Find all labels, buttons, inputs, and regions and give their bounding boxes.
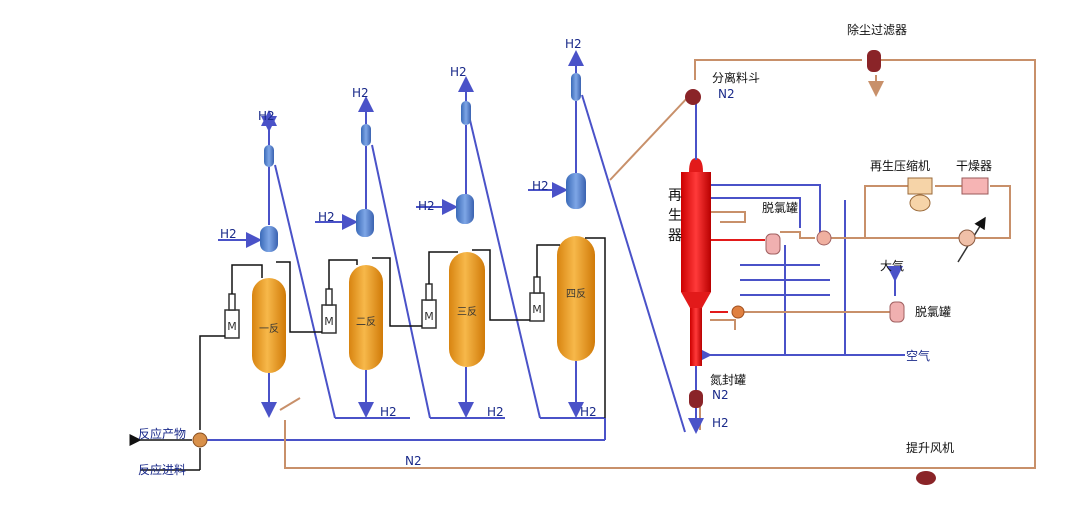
nitrogen-seal-tank <box>689 390 703 408</box>
regenerator-label-2: 生 <box>668 208 682 224</box>
dust-filter-label: 除尘过滤器 <box>847 22 907 37</box>
h2-label-r2-top: H2 <box>352 86 369 100</box>
reactor-3-label: 三反 <box>457 306 477 318</box>
reactor-4-label: 四反 <box>566 288 586 300</box>
h2-label-r2-feed: H2 <box>318 210 335 224</box>
regenerator-label-3: 器 <box>668 228 682 244</box>
reactor-2-label: 二反 <box>356 316 376 328</box>
catalyst-transfer-lines <box>200 94 686 441</box>
reactor-1-reducer <box>260 226 278 252</box>
reactor-1-label: 一反 <box>259 323 279 335</box>
regenerator-top-cap <box>689 158 703 172</box>
n2-label-seal: N2 <box>712 388 729 402</box>
svg-text:M: M <box>532 303 542 316</box>
regenerator-label-1: 再 <box>668 188 682 204</box>
h2-label-bottom-3: H2 <box>580 405 597 419</box>
heaters: M M M M <box>224 276 545 339</box>
h2-label-r1-top: H2 <box>258 109 275 123</box>
reaction-feed-label: 反应进料 <box>138 462 186 477</box>
h2-label-r1-feed: H2 <box>220 227 237 241</box>
dryer <box>961 177 989 195</box>
h2-label-seal: H2 <box>712 416 729 430</box>
reactor-2-top-vessel <box>361 124 371 146</box>
reaction-product-label: 反应产物 <box>138 426 186 441</box>
reactor-3-top-vessel <box>461 101 471 125</box>
regen-compressor-motor <box>909 194 931 212</box>
dechlorination-tank-2-label: 脱氯罐 <box>915 304 951 319</box>
n2-lift-lines <box>279 59 1036 469</box>
n2-label-bottom: N2 <box>405 454 422 468</box>
dechlorination-tank-2 <box>889 301 905 323</box>
regen-compressor <box>907 177 933 195</box>
h2-label-r4-feed: H2 <box>532 179 549 193</box>
n2-label-hopper: N2 <box>718 87 735 101</box>
heat-exchanger <box>958 229 976 247</box>
heater-2: M <box>321 288 337 334</box>
reactor-4-reducer <box>566 173 586 209</box>
process-lines <box>129 237 606 471</box>
reactor-1-top-vessel <box>264 145 274 167</box>
reactor-train-2: 二反 H2 H2 <box>315 86 383 418</box>
lift-fan-label: 提升风机 <box>906 440 954 455</box>
heater-1: M <box>224 293 240 339</box>
mixing-node-upper <box>816 230 832 246</box>
air-label: 空气 <box>906 348 930 363</box>
reactor-3 <box>449 252 485 367</box>
reactor-train-1: 一反 H2 H2 <box>218 109 286 418</box>
separation-hopper-label: 分离料斗 <box>712 70 760 85</box>
h2-label-bottom-1: H2 <box>380 405 397 419</box>
dryer-label: 干燥器 <box>956 159 992 173</box>
dechlorination-tank-1-label: 脱氯罐 <box>762 200 798 215</box>
h2-label-bottom-2: H2 <box>487 405 504 419</box>
reactor-train-4: 四反 H2 H2 <box>528 37 595 418</box>
reactor-train-3: 三反 H2 H2 <box>416 65 485 418</box>
heater-3: M <box>421 283 437 329</box>
reactor-2 <box>349 265 383 370</box>
atmosphere-label: 大气 <box>880 258 904 273</box>
feed-product-exchanger <box>192 432 208 448</box>
svg-text:M: M <box>324 315 334 328</box>
h2-label-r3-top: H2 <box>450 65 467 79</box>
dechlorination-tank-1 <box>765 233 781 255</box>
h2-label-r4-top: H2 <box>565 37 582 51</box>
regenerator <box>681 172 711 292</box>
lift-fan <box>916 471 936 485</box>
reactor-4-top-vessel <box>571 73 581 101</box>
reactor-1 <box>252 278 286 373</box>
dust-filter <box>867 50 881 72</box>
heater-4: M <box>529 276 545 322</box>
regenerator-section: 再 生 器 分离料斗 N2 除尘过滤器 氮封罐 N2 H2 脱氯罐 再生压缩机 … <box>668 22 1011 485</box>
reactor-3-reducer <box>456 194 474 224</box>
regen-compressor-label: 再生压缩机 <box>870 158 930 173</box>
svg-text:M: M <box>227 320 237 333</box>
reactor-4 <box>557 236 595 361</box>
separation-hopper <box>685 89 701 105</box>
mixing-node-lower <box>731 305 745 319</box>
nitrogen-seal-tank-label: 氮封罐 <box>710 372 746 387</box>
h2-label-r3-feed: H2 <box>418 199 435 213</box>
svg-text:M: M <box>424 310 434 323</box>
reactor-2-reducer <box>356 209 374 237</box>
